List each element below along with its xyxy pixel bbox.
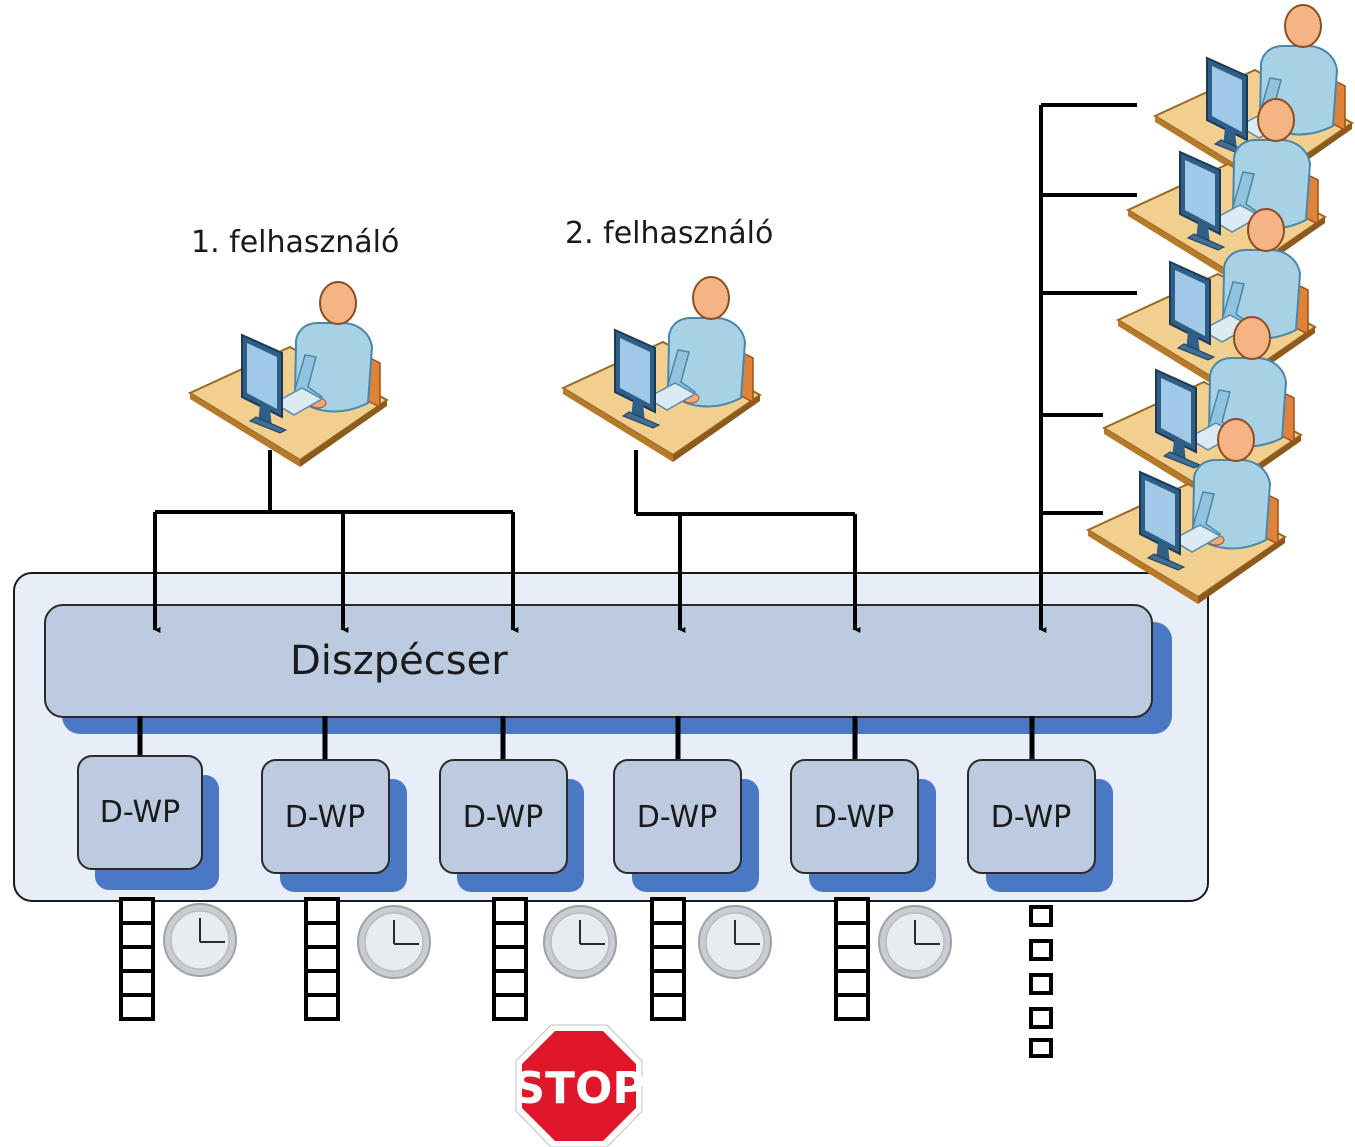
clock-icon: [543, 905, 617, 979]
work-process-6: D-WP: [967, 759, 1113, 892]
dispatcher-box: Diszpécser: [44, 604, 1172, 734]
clock-icon: [357, 905, 431, 979]
clock-icon: [698, 905, 772, 979]
user-1-label: 1. felhasználó: [191, 225, 399, 260]
dispatcher-label: Diszpécser: [290, 638, 508, 684]
stop-label: STOP: [513, 1063, 644, 1114]
work-process-4: D-WP: [613, 759, 759, 892]
queue-icon: [119, 897, 155, 1021]
work-process-label: D-WP: [100, 795, 180, 830]
clock-icon: [163, 903, 237, 977]
work-process-5: D-WP: [790, 759, 936, 892]
request-connectors: [153, 103, 1137, 633]
clock-icon: [878, 905, 952, 979]
user-2-label: 2. felhasználó: [565, 216, 773, 251]
work-process-label: D-WP: [285, 800, 365, 835]
user-1-workstation-icon: [189, 281, 388, 468]
queue-icon: [834, 897, 870, 1021]
work-process-label: D-WP: [463, 800, 543, 835]
user-2-workstation-icon: [562, 276, 761, 463]
queue-icon: [492, 897, 528, 1021]
work-process-3: D-WP: [439, 759, 584, 892]
stop-sign-icon: STOP: [513, 1024, 645, 1147]
work-process-2: D-WP: [261, 759, 407, 892]
queue-icon: [304, 897, 340, 1021]
dispatcher-wp-connectors: [137, 716, 1035, 760]
queue-icon: [650, 897, 686, 1021]
work-process-label: D-WP: [814, 800, 894, 835]
user-group: [1087, 4, 1353, 605]
queue-icon: [1029, 905, 1053, 1058]
work-process-label: D-WP: [991, 800, 1071, 835]
work-process-1: D-WP: [77, 755, 219, 890]
work-process-label: D-WP: [637, 800, 717, 835]
